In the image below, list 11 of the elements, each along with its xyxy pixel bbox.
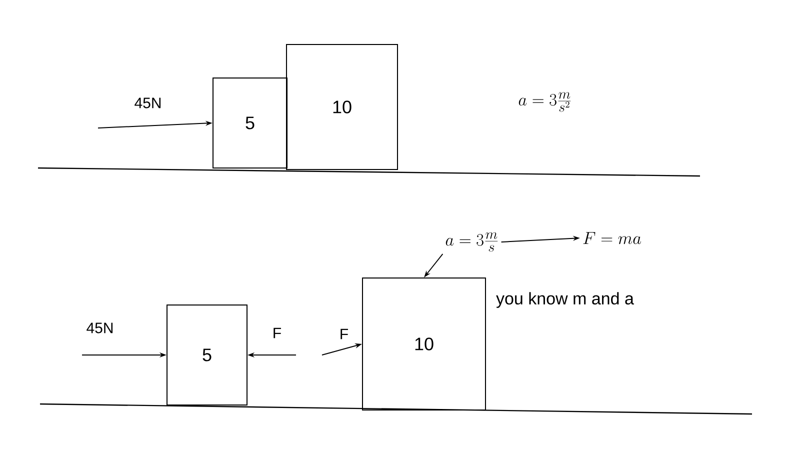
force-label: F xyxy=(338,328,350,340)
formula: $a = 3\frac{m}{s^{2}}$ xyxy=(518,92,571,112)
force-label: 45N xyxy=(85,322,115,334)
formula: $a = 3\frac{m}{s}$ xyxy=(446,232,498,252)
formula: $F = ma$ xyxy=(583,232,641,244)
force-label: 45N xyxy=(133,96,163,110)
block: 10 xyxy=(362,277,486,410)
block: 10 xyxy=(286,44,398,170)
block: 5 xyxy=(212,78,288,168)
force-label: F xyxy=(271,326,283,340)
block: 5 xyxy=(166,304,248,406)
